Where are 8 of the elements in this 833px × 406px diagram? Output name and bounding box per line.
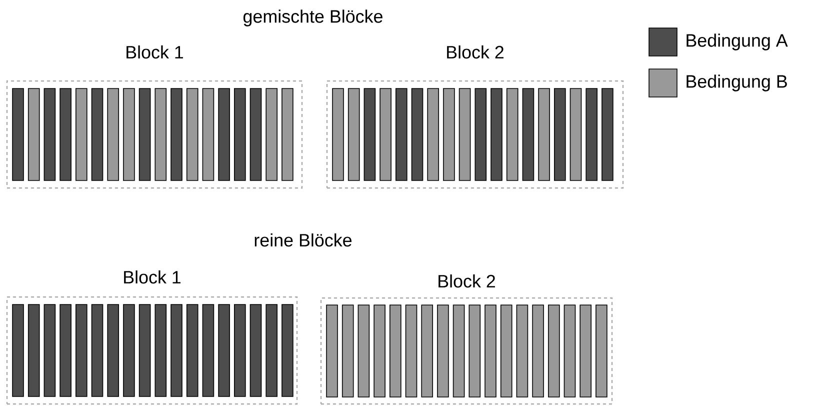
legend-label: Bedingung B [686, 74, 787, 92]
legend-label: Bedingung A [686, 34, 788, 50]
block-heading: Block 1 [126, 45, 183, 59]
block-heading: Block 1 [124, 270, 180, 284]
section-heading: reine Blöcke [254, 233, 352, 247]
block-heading: Block 2 [438, 274, 495, 288]
section-heading: gemischte Blöcke [243, 10, 382, 26]
block-heading: Block 2 [447, 45, 504, 59]
